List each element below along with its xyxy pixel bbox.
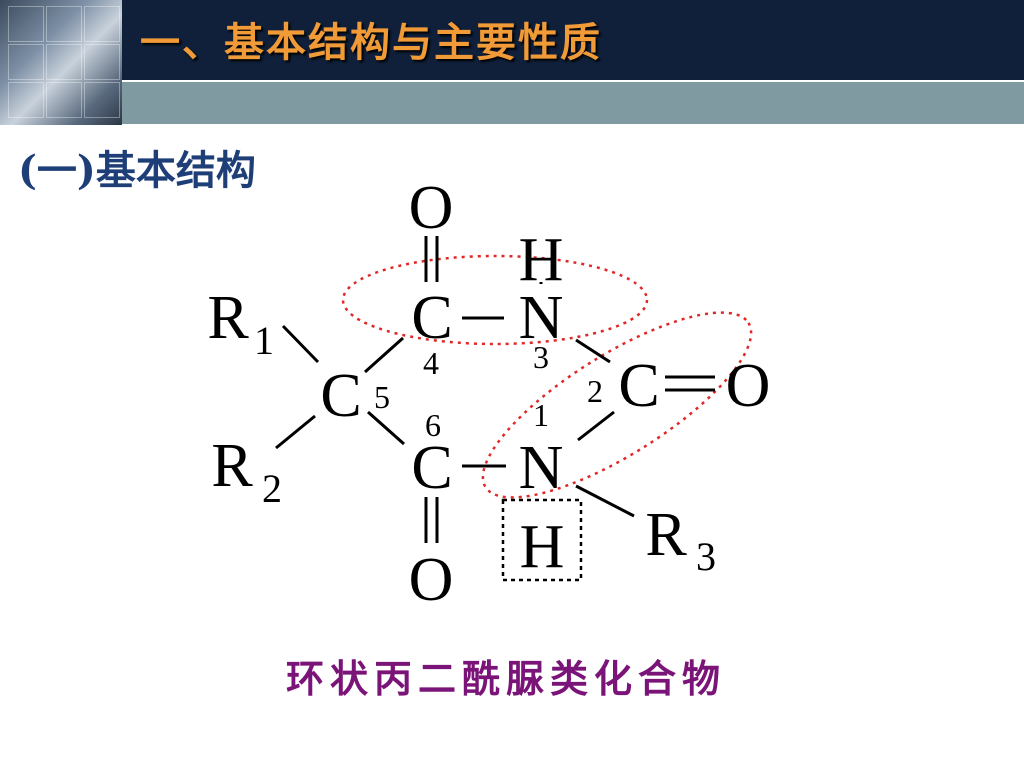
atom-c2: C [618,352,659,420]
section-title: (一)基本结构 [18,147,256,194]
accent-bar [122,82,1024,124]
position-number-2: 2 [587,373,603,409]
atom-h-bottom: H [520,513,565,581]
bond-c5-c6 [367,410,405,446]
bond-n3-c2 [575,338,611,364]
compound-class-caption: 环状丙二酰脲类化合物 [285,656,726,701]
position-number-1: 1 [533,397,549,433]
atom-n1: N [519,434,564,502]
atom-o-bottom: O [409,546,454,614]
bond-n1-r3 [575,484,635,518]
atom-r3-subscript: 3 [696,534,716,579]
atom-c5: C [320,362,361,430]
atom-r2-subscript: 2 [262,466,282,511]
position-number-6: 6 [425,407,441,443]
bond-c2-n1 [577,410,615,442]
atom-o-top: O [409,174,454,242]
atom-c6: C [411,434,452,502]
highlight-ellipse-c4-n3 [341,254,649,346]
atom-r2: R [211,432,253,500]
atom-n3: N [519,284,564,352]
atom-c4: C [411,284,452,352]
atom-r1: R [207,284,249,352]
slide-header: 一、基本结构与主要性质 [0,0,1024,125]
bond-r2-c5 [275,414,316,450]
position-number-5: 5 [374,379,390,415]
position-number-4: 4 [423,345,439,381]
header-photo [0,0,122,125]
atom-h-top: H [519,226,564,294]
atom-o-right: O [726,352,771,420]
h-dashed-box [501,498,583,582]
atom-r3: R [645,501,687,569]
title-bar: 一、基本结构与主要性质 [122,0,1024,80]
bond-r1-c5 [281,324,320,364]
slide-title: 一、基本结构与主要性质 [140,20,602,66]
highlight-ellipse-c2-n1 [481,311,753,499]
position-number-3: 3 [533,339,549,375]
atom-r1-subscript: 1 [254,318,274,363]
bond-c4-c5 [363,336,405,374]
